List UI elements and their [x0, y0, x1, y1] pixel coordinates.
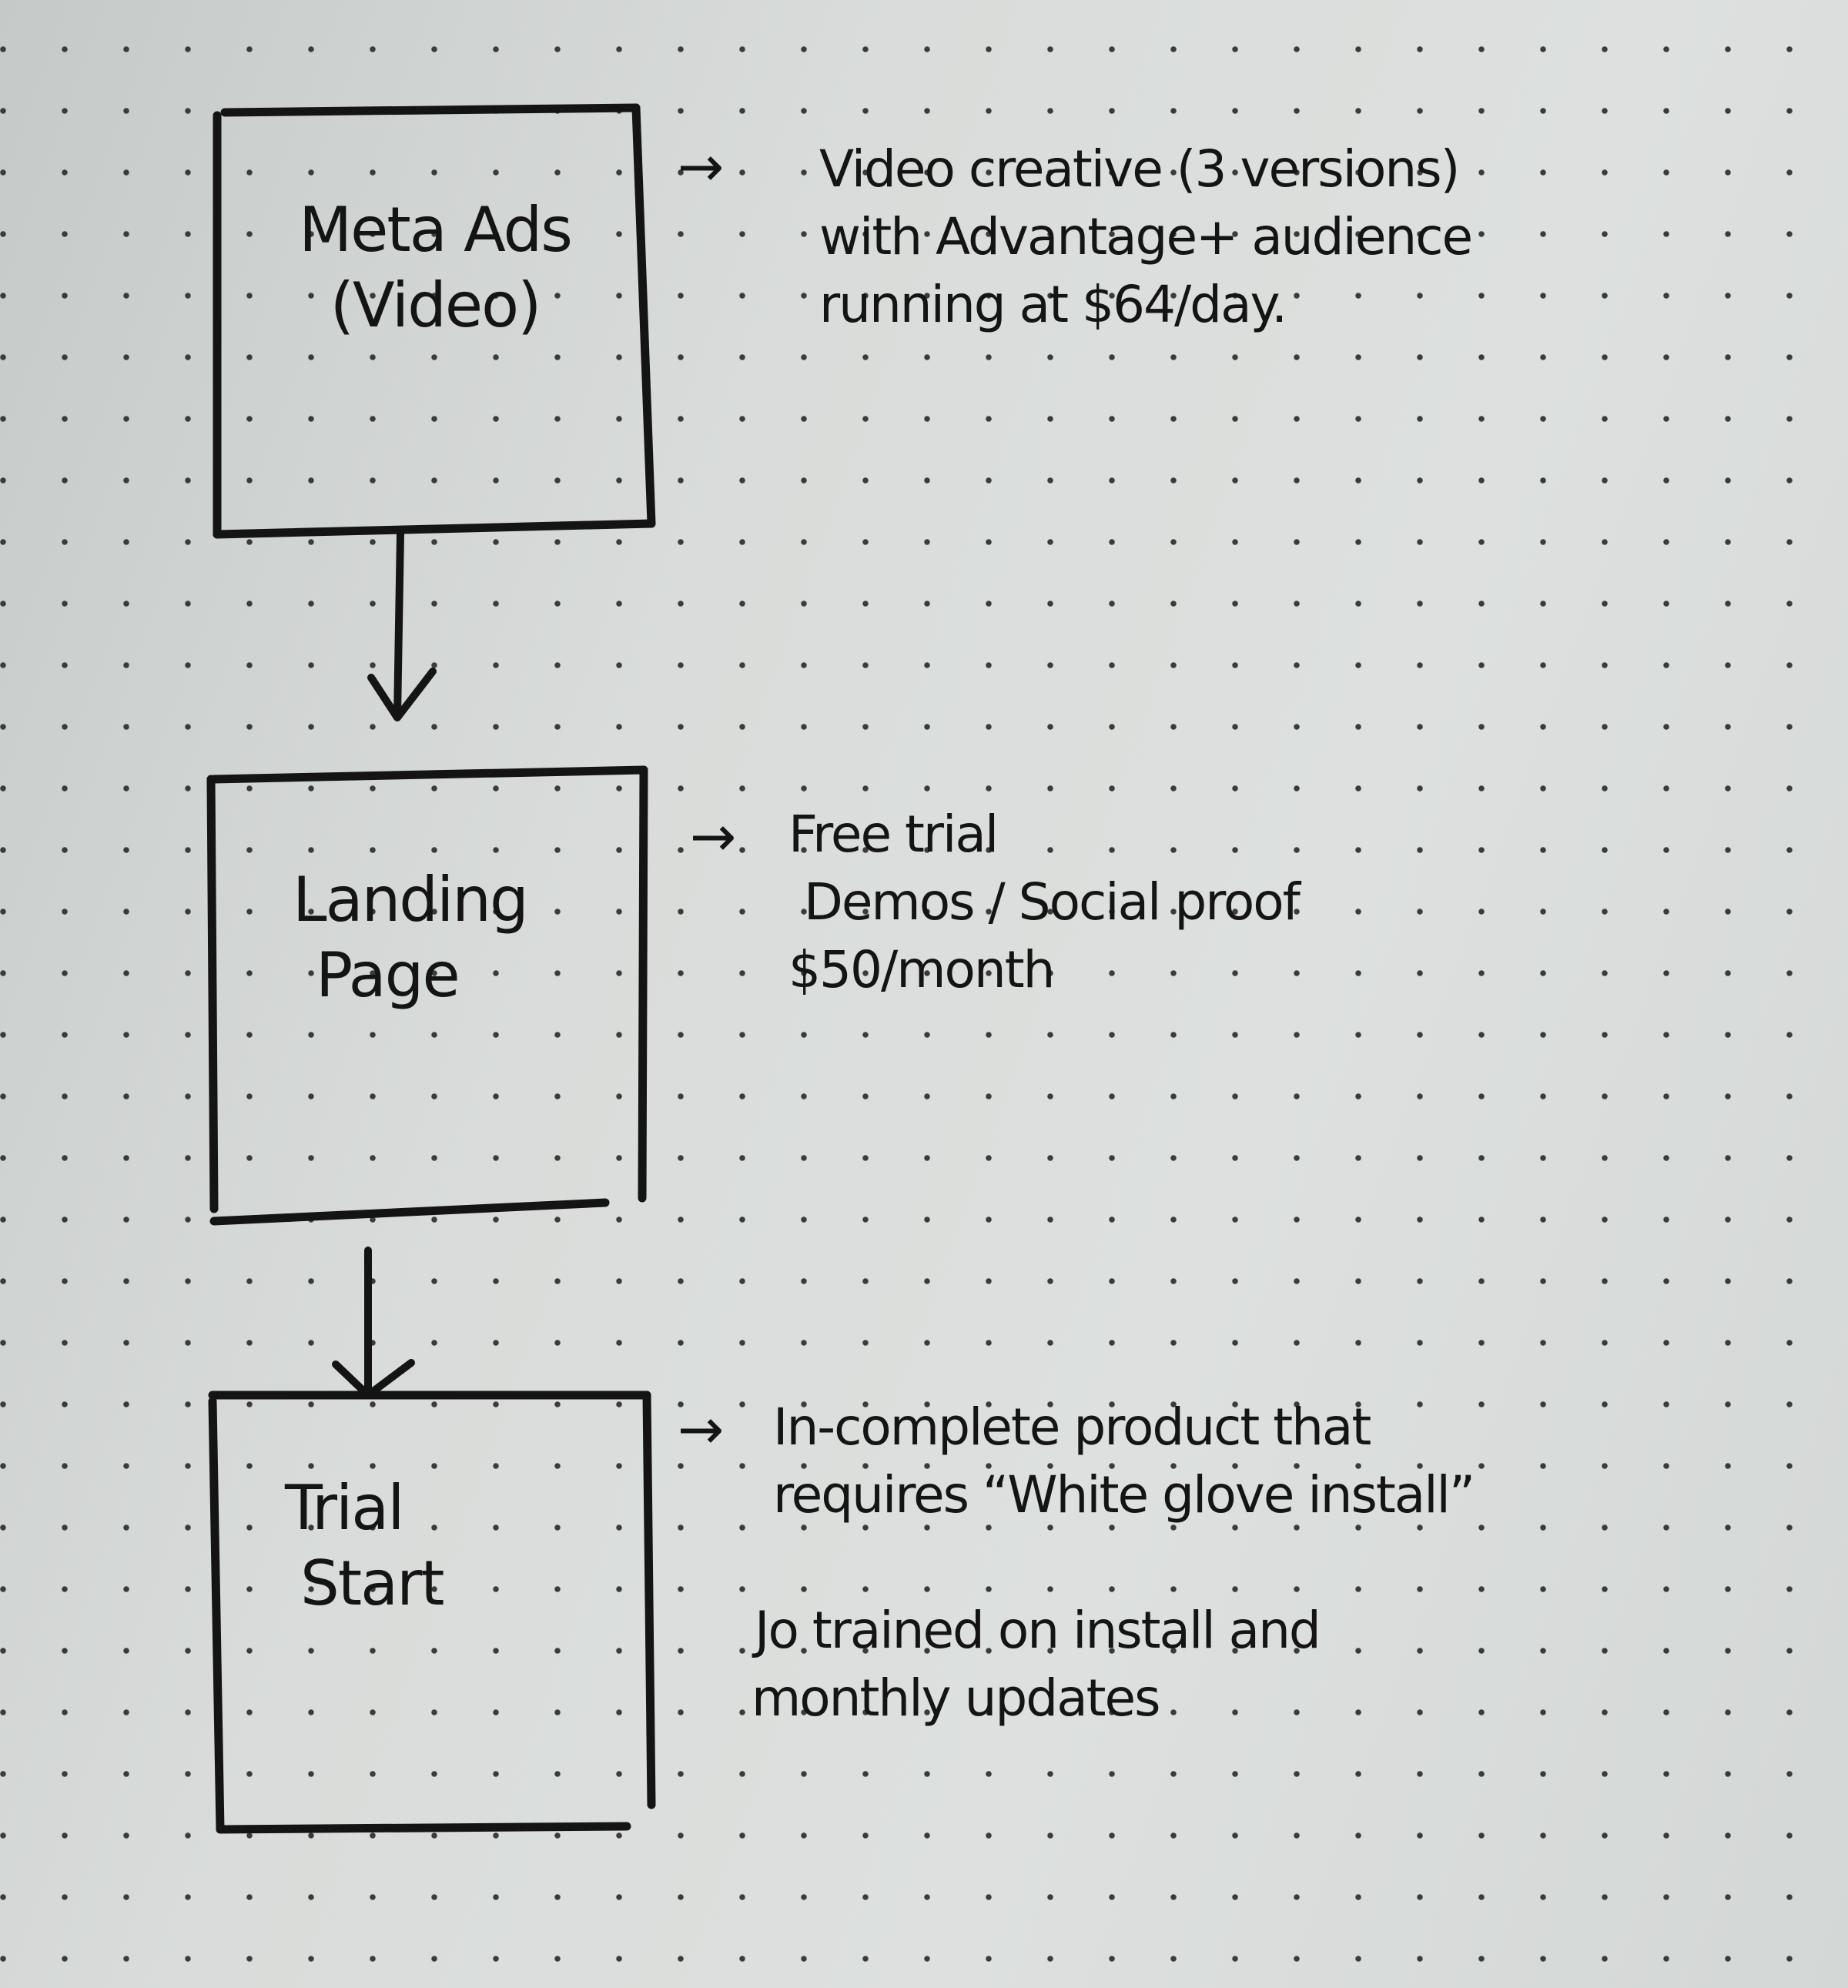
node-line: Trial [285, 1472, 404, 1544]
note-line: $50/month [788, 940, 1055, 999]
note-landing-page: Free trial Demos / Social proof $50/mont… [788, 801, 1301, 1004]
note-meta-ads: Video creative (3 versions) with Advanta… [819, 136, 1473, 339]
right-arrow-icon: → [690, 804, 737, 868]
note-line: Demos / Social proof [804, 872, 1301, 932]
right-arrow-icon: → [678, 134, 725, 199]
note-line: Jo trained on install and [755, 1601, 1321, 1660]
box-meta-ads [213, 103, 656, 539]
node-label-trial-start: Trial Start [254, 1471, 500, 1622]
note-line: with Advantage+ audience [819, 207, 1473, 266]
note-line: Free trial [788, 805, 999, 864]
note-line: Video creative (3 versions) [819, 139, 1460, 199]
note-line: requires “White glove install” [773, 1465, 1475, 1524]
note-line: In-complete product that [773, 1397, 1371, 1457]
node-line: Page [316, 939, 460, 1011]
box-trial-start [208, 1391, 656, 1834]
node-line: Start [300, 1548, 444, 1619]
node-label-meta-ads: Meta Ads (Video) [254, 192, 616, 343]
node-line: (Video) [330, 269, 542, 341]
node-line: Landing [293, 864, 529, 935]
node-line: Meta Ads [299, 194, 573, 266]
note-trial-start: In-complete product that requires “White… [752, 1394, 1475, 1732]
note-gap [773, 1529, 1474, 1597]
connector-arrow-2 [332, 1247, 415, 1399]
connector-arrow-1 [367, 530, 437, 721]
right-arrow-icon: → [678, 1397, 725, 1461]
box-landing-page [206, 765, 648, 1226]
note-line: running at $64/day. [819, 275, 1287, 334]
node-label-landing-page: Landing Page [254, 862, 529, 1013]
note-line: monthly updates [752, 1668, 1161, 1728]
